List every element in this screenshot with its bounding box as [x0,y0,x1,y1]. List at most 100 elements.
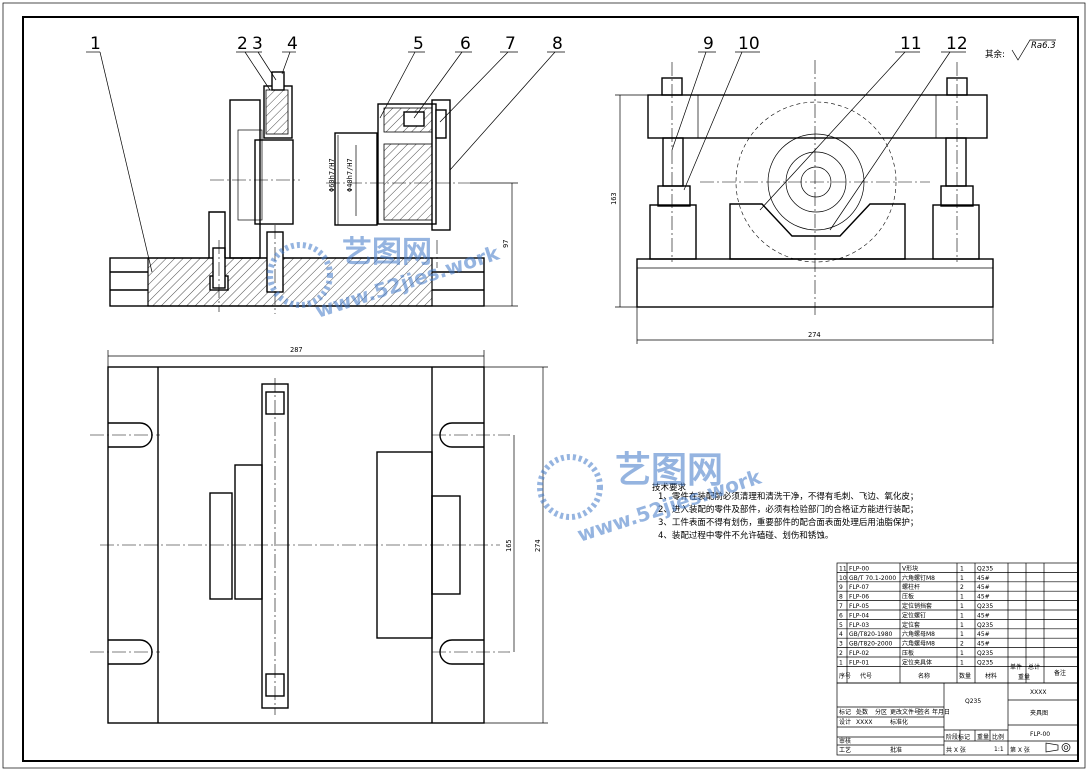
bom-cell-mat: Q235 [977,659,993,666]
bom-cell-name: 压板 [902,649,914,657]
tb-process: 工艺 [839,746,851,754]
tb-sheet-total: 共 X 张 [946,746,966,754]
bom-header-mat: 材料 [985,672,997,680]
inner-frame [22,16,1079,762]
bom-header-qty: 数量 [959,672,971,680]
bom-cell-no: 4 [839,631,843,638]
bom-cell-mat: Q235 [977,565,993,572]
bom-cell-mat: 45# [977,584,990,591]
bom-header-code: 代号 [860,672,872,680]
tb-check: 审核 [839,737,851,745]
balloon-7: 7 [505,34,516,54]
tb-design-name: XXXX [856,719,872,726]
technical-requirements: 技术要求 1、零件在装配前必须清理和清洗干净，不得有毛刺、飞边、氧化皮； 2、进… [652,482,918,541]
bom-cell-name: V形块 [902,564,918,572]
bom-cell-name: 六角螺母M8 [902,640,935,648]
roughness-value: Ra6.3 [1031,41,1056,51]
tb-rev-doc: 更改文件号 [890,708,920,716]
bom-cell-code: FLP-00 [849,565,869,572]
bom-cell-code: GB/T 70.1-2000 [849,575,896,582]
balloon-1: 1 [90,34,101,54]
bom-cell-no: 11 [839,565,847,572]
bom-cell-code: FLP-04 [849,612,869,619]
tb-rev-count: 处数 [856,708,868,716]
bom-cell-name: 定位销挡套 [902,602,932,610]
bom-cell-qty: 2 [960,641,964,648]
bom-cell-no: 10 [839,575,847,582]
top-view: 287 274 165 [90,346,548,724]
dim-width-274: 274 [808,331,821,339]
bom-cell-name: 定位螺钉 [902,611,926,619]
balloon-2: 2 [237,34,248,54]
bom-cell-code: FLP-06 [849,594,869,601]
bom-cell-no: 2 [839,650,843,657]
bom-cell-code: FLP-07 [849,584,869,591]
bom-cell-qty: 1 [960,631,964,638]
balloon-6: 6 [460,34,471,54]
bom-header-name: 名称 [918,672,930,680]
balloon-9: 9 [703,34,714,54]
projection-symbol-icon [1045,742,1071,753]
dim-width-287: 287 [290,346,303,354]
tb-approve: 批准 [890,746,902,754]
bom-cell-qty: 2 [960,584,964,591]
balloon-10: 10 [738,34,760,54]
tech-req-title: 技术要求 [652,482,687,493]
bom-cell-name: 压板 [902,593,914,601]
bom-header-unit: 单件 [1010,663,1022,671]
bom-cell-mat: Q235 [977,603,993,610]
bom-header-weight: 重量 [1018,673,1030,681]
bom-cell-no: 6 [839,612,843,619]
bom-header-total: 总计 [1028,663,1040,671]
tb-rev-sign: 签名 [918,708,930,716]
tb-std: 标准化 [890,718,908,726]
bom-cell-code: FLP-01 [849,659,869,666]
bom-cell-mat: 45# [977,575,990,582]
bom-cell-no: 5 [839,622,843,629]
tb-sheet-no: 第 X 张 [1010,746,1030,754]
tb-company: XXXX [1030,689,1046,696]
tb-scale: 1:1 [994,746,1004,753]
bom-cell-qty: 1 [960,659,964,666]
dim-length-274: 274 [534,539,542,552]
dim-fit-40: Φ40h7/H7 [346,158,354,192]
tb-rev-zone: 分区 [875,708,887,716]
balloon-3: 3 [252,34,263,54]
balloon-5: 5 [413,34,424,54]
tb-stage-label: 阶段标记 [946,733,970,741]
dim-spacing-165: 165 [505,539,513,552]
watermark-mid-cn: 艺图网 [615,450,723,491]
bom-cell-code: FLP-03 [849,622,869,629]
title-block: Q235 XXXX 夹具图 FLP-00 阶段标记 重量 比例 1:1 共 X … [836,682,1079,756]
bom-header-no: 序号 [839,672,851,680]
bom-cell-no: 8 [839,594,843,601]
bom-cell-no: 1 [839,659,843,666]
bom-cell-no: 9 [839,584,843,591]
bom-cell-name: 定位夹具体 [902,658,932,666]
bom-cell-mat: Q235 [977,622,993,629]
bom-cell-qty: 1 [960,603,964,610]
tech-req-4: 4、装配过程中零件不允许磕碰、划伤和锈蚀。 [658,530,833,541]
bom-cell-mat: Q235 [977,650,993,657]
bom-cell-mat: 45# [977,594,990,601]
roughness-note: 其余: Ra6.3 [985,39,1056,61]
tb-rev-mark: 标记 [839,708,851,716]
bom-cell-code: FLP-02 [849,650,869,657]
bom-cell-code: FLP-05 [849,603,869,610]
front-section-view: Φ60h7/H7 Φ40h7/H7 97 [109,71,518,314]
bom-cell-no: 3 [839,641,843,648]
bom-cell-code: GB/T820-2000 [849,641,893,648]
bom-cell-mat: 45# [977,631,990,638]
bom-header-remark: 备注 [1054,669,1066,677]
dim-height-97: 97 [502,240,510,248]
bom-cell-qty: 1 [960,594,964,601]
dim-height-163: 163 [610,192,618,205]
tb-weight-label: 重量 [977,733,989,741]
side-view: 163 274 [610,60,994,344]
tb-rev-date: 年月日 [932,708,950,716]
bom-cell-qty: 1 [960,565,964,572]
bom-cell-name: 螺柱杆 [902,583,920,591]
bom-cell-qty: 1 [960,612,964,619]
